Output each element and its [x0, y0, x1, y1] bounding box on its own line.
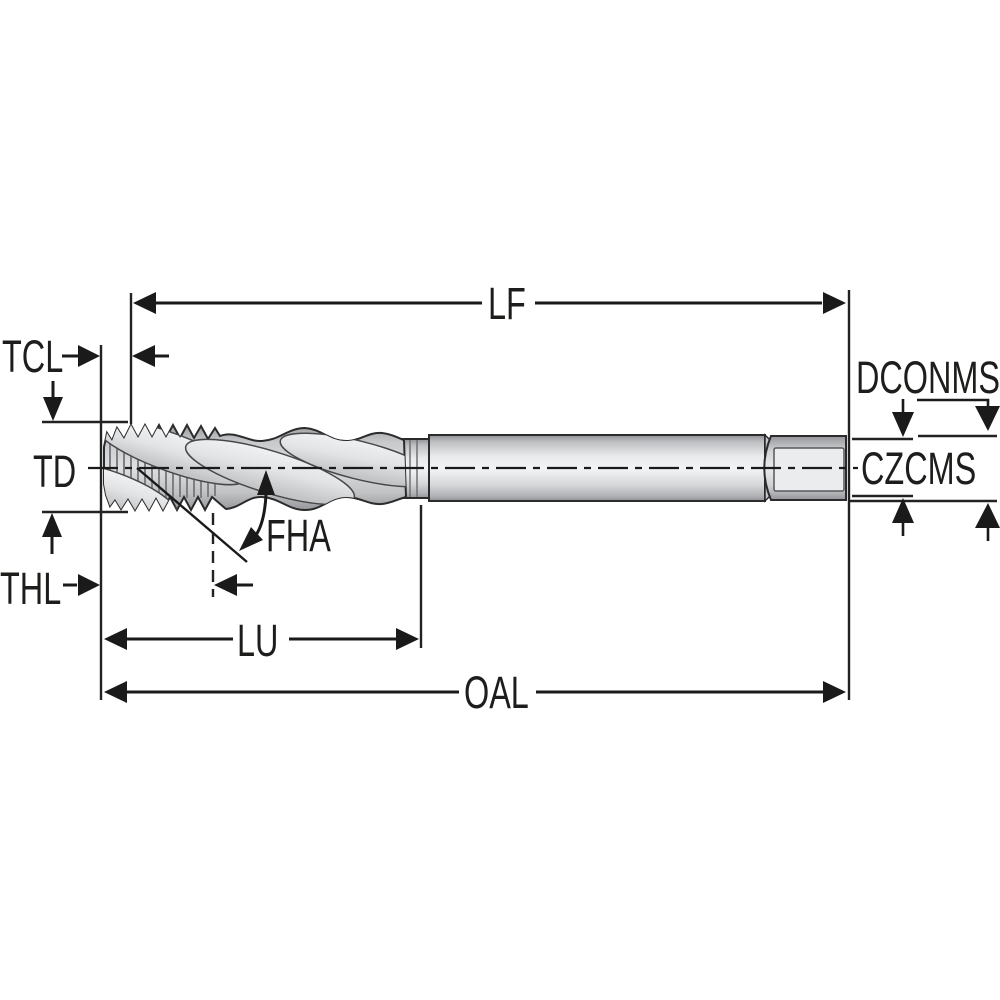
arrowhead-up	[892, 498, 914, 523]
dim-fha	[136, 467, 275, 563]
label-lf: LF	[488, 278, 526, 329]
fha-reference-line	[136, 467, 248, 563]
label-td: TD	[33, 446, 77, 497]
arrowhead-left	[132, 345, 155, 367]
dim-thl	[63, 574, 253, 596]
arrowhead-right	[823, 681, 846, 703]
dim-tcl	[43, 345, 169, 421]
label-dconms: DCONMS	[856, 352, 1000, 403]
arrowhead-up	[42, 513, 62, 537]
arrowhead-left	[133, 292, 156, 314]
arrowhead-down-left	[239, 527, 263, 551]
arrowhead-down	[43, 397, 63, 421]
arrowhead-right	[78, 345, 100, 367]
arrowhead-up	[257, 470, 275, 495]
arrowhead-right	[396, 628, 419, 650]
dim-oal	[104, 681, 846, 703]
dim-lf	[133, 292, 846, 314]
arrowhead-right	[823, 292, 846, 314]
dim-td	[42, 513, 62, 554]
arrowhead-down	[975, 406, 1000, 431]
label-oal: OAL	[464, 667, 529, 718]
arrowhead-left	[104, 628, 127, 650]
dim-czcms	[892, 399, 914, 536]
arrowhead-right	[78, 574, 100, 596]
arrowhead-left	[214, 574, 237, 596]
label-lu: LU	[237, 615, 279, 666]
label-thl: THL	[0, 563, 62, 614]
arrowhead-left	[104, 681, 127, 703]
label-fha: FHA	[266, 510, 331, 561]
arrowhead-up	[975, 503, 1000, 528]
label-tcl: TCL	[2, 331, 64, 382]
dim-dconms	[917, 398, 1000, 541]
dim-lu	[104, 628, 419, 650]
label-czcms: CZCMS	[861, 443, 977, 494]
fha-arc	[254, 494, 268, 536]
dconms-leader	[917, 398, 990, 406]
arrowhead-down	[892, 412, 914, 437]
extension-lines	[42, 290, 997, 700]
